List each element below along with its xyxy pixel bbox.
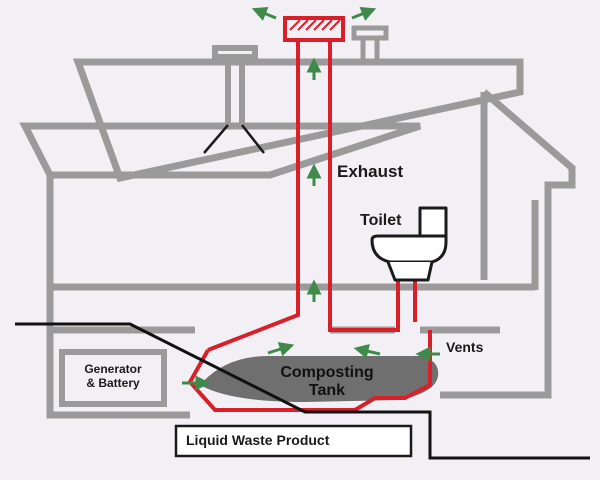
vent-stack-cap [212,45,258,60]
vent-stack-pipe [225,57,245,128]
small-vent-pipe [360,38,380,62]
exhaust-label: Exhaust [337,162,404,181]
liquid-waste-box [174,424,413,458]
toilet-icon [370,206,448,282]
arrow-tank-in [267,342,295,357]
arrow-vents-in [353,344,381,359]
tank-label-line2: Tank [308,382,346,400]
generator-label-line2: & Battery [86,375,140,390]
arrow-exhaust-top-left [251,6,277,21]
small-vent-cap [351,25,389,41]
right-annex [440,89,576,399]
exhaust-pipe-right [328,40,400,332]
house-wall-lower [46,330,190,419]
vents-label: Vents [446,339,484,355]
composting-tank-label: Composting Tank [262,364,392,401]
exhaust-chimney-cap [283,16,345,42]
generator-label: Generator & Battery [66,362,160,391]
toilet-label: Toilet [360,212,402,229]
liquid-waste-label: Liquid Waste Product [186,432,330,448]
chamber-outline [187,330,432,412]
upper-roof [73,58,524,183]
exhaust-pipe-left [207,40,300,352]
arrow-exhaust-top-right [351,6,377,21]
airflow-arrows [182,6,440,391]
generator-box [59,349,167,407]
chimney-cap-hatch [289,19,341,31]
generator-label-line1: Generator [84,362,142,376]
lower-roof [19,122,422,179]
vent-stack-base [203,124,265,154]
tank-label-line1: Composting [280,364,374,381]
ground-line [15,322,590,460]
